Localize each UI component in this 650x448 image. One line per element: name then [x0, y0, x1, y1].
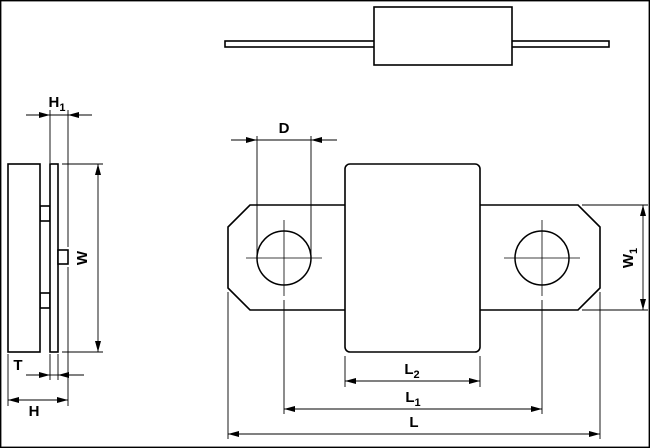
- dim-l: L: [227, 292, 601, 439]
- dim-l2: L2: [344, 356, 481, 387]
- resistor-body: [344, 163, 481, 353]
- dim-label-l: L: [409, 414, 418, 431]
- dim-w: W: [62, 163, 103, 353]
- edge-tab-bottom: [39, 292, 51, 309]
- dim-d: D: [231, 120, 337, 254]
- component-body-profile: [373, 6, 513, 66]
- dim-l1: L1: [283, 300, 543, 414]
- dim-label-h: H: [29, 403, 40, 420]
- dim-label-l2: L2: [404, 361, 419, 381]
- dim-label-w: W: [74, 250, 91, 265]
- dim-w1: W1: [582, 204, 648, 311]
- edge-flange-plate: [49, 163, 59, 353]
- edge-lead-stub: [57, 249, 69, 265]
- dim-label-l1: L1: [405, 389, 420, 409]
- axial-lead-view: [224, 6, 610, 66]
- dim-label-t: T: [13, 357, 22, 374]
- lead-wire-right: [510, 40, 610, 48]
- edge-view: [7, 163, 69, 353]
- front-view: [227, 163, 601, 353]
- edge-body: [7, 163, 41, 353]
- dim-t: T: [13, 354, 84, 380]
- dim-label-w1: W1: [620, 248, 640, 268]
- dim-label-d: D: [279, 120, 290, 137]
- dim-h1: H1: [26, 94, 92, 247]
- dim-h: H: [7, 267, 69, 420]
- lead-wire-left: [224, 40, 376, 48]
- dim-label-h1: H1: [49, 94, 66, 114]
- edge-tab-top: [39, 205, 51, 222]
